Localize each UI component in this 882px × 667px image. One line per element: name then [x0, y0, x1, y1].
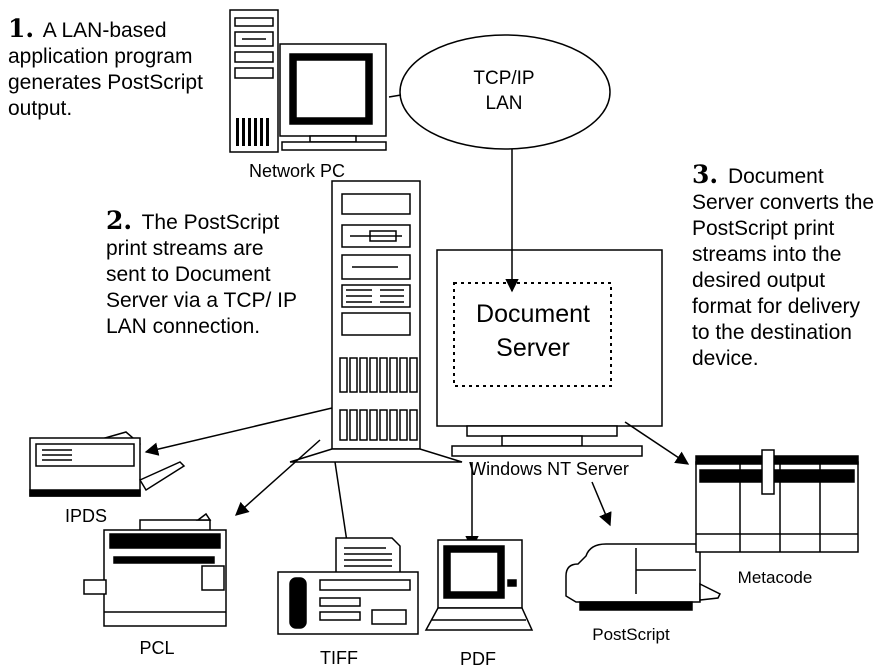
step-2-number: 2.: [106, 206, 133, 235]
document-server-box: [453, 282, 612, 387]
ipds-label: IPDS: [65, 506, 107, 526]
tiff-label: TIFF: [320, 648, 358, 667]
postscript-label: PostScript: [592, 625, 670, 644]
step-1-text: 1. A LAN-based application program gener…: [8, 16, 208, 122]
pcl-label: PCL: [139, 638, 174, 658]
windows-nt-server-label: Windows NT Server: [469, 459, 629, 479]
document-server-label-line2: Server: [496, 334, 570, 362]
tiff-fax-icon: [277, 537, 419, 635]
step-3-number: 3.: [692, 160, 719, 189]
metacode-label: Metacode: [738, 568, 813, 587]
server-tower-icon: [289, 180, 463, 463]
ipds-printer-icon: [29, 431, 186, 497]
network-pc-label: Network PC: [249, 161, 345, 181]
pcl-printer-icon: [83, 512, 227, 627]
arrow-to-pcl: [234, 439, 321, 516]
arrow-to-ipds: [144, 407, 333, 456]
output-arrows: [144, 407, 690, 564]
step-3-description: Document Server converts the PostScript …: [692, 165, 875, 370]
tcp-ip-lan-cloud: TCP/IP LAN: [399, 34, 611, 150]
step-3-text: 3. Document Server converts the PostScri…: [692, 162, 882, 372]
server-monitor-icon: [436, 249, 663, 457]
document-server-label-line1: Document: [476, 300, 590, 328]
step-1-number: 1.: [8, 14, 35, 43]
pdf-laptop-icon: [424, 539, 534, 631]
step-2-description: The PostScript print streams are sent to…: [106, 211, 297, 338]
metacode-printer-icon: [695, 449, 859, 553]
network-pc-icon: [229, 9, 387, 153]
arrow-to-postscript: [591, 481, 612, 527]
pc-to-lan-connector: [388, 94, 402, 98]
step-1-description: A LAN-based application program generate…: [8, 19, 203, 120]
step-2-text: 2. The PostScript print streams are sent…: [106, 208, 306, 340]
arrow-to-metacode: [624, 421, 690, 465]
lan-label-line1: TCP/IP: [473, 68, 534, 89]
lan-label-line2: LAN: [486, 93, 523, 114]
postscript-printer-icon: [565, 543, 722, 611]
pdf-label: PDF: [460, 649, 496, 667]
